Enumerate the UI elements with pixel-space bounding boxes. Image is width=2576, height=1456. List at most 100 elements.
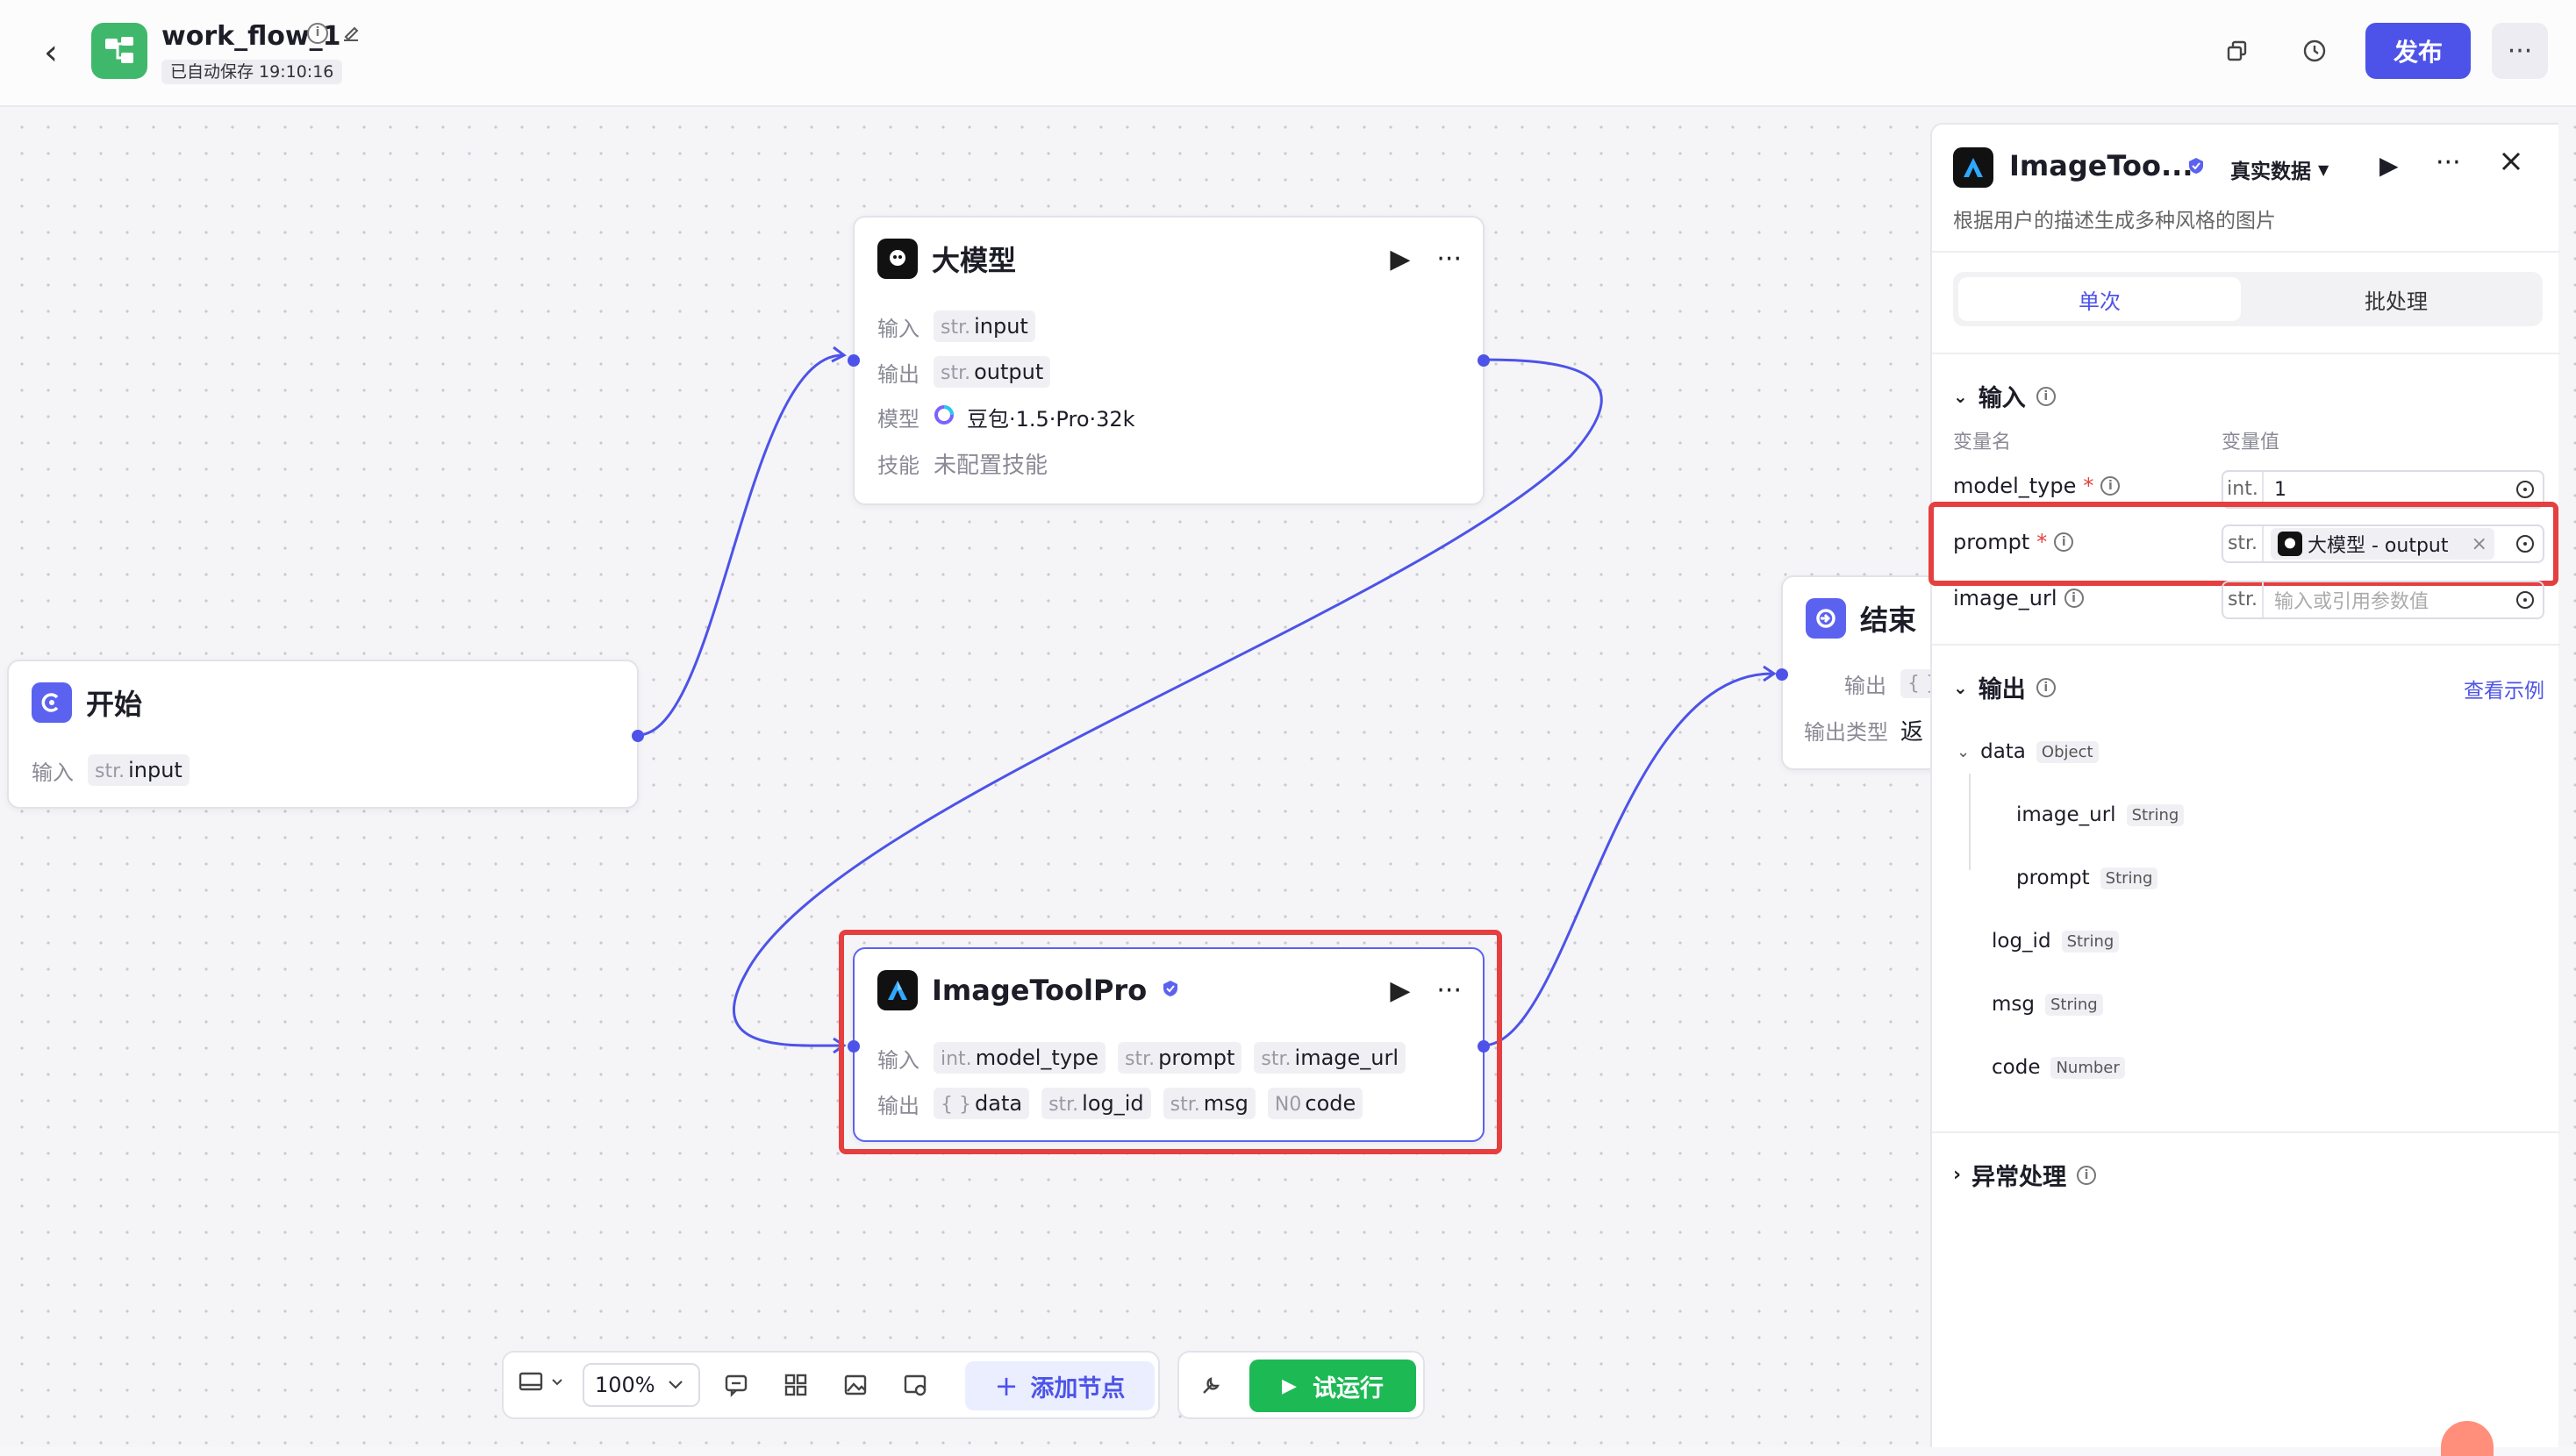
tab-single[interactable]: 单次 xyxy=(1958,277,2241,321)
var-prompt: prompt* i xyxy=(1953,530,2074,554)
workflow-logo-icon xyxy=(91,23,147,79)
info-icon[interactable]: i xyxy=(2036,386,2056,406)
run-node-icon[interactable]: ▶ xyxy=(1390,244,1411,275)
run-node-icon[interactable]: ▶ xyxy=(1390,975,1411,1006)
imagetool-selection-highlight xyxy=(839,930,1502,1154)
reference-value: 大模型 - output xyxy=(2308,535,2449,557)
image-url-placeholder: 输入或引用参数值 xyxy=(2274,591,2429,613)
output-section-header[interactable]: ⌄ 输出 i xyxy=(1953,670,2056,704)
data-mode-dropdown[interactable]: 真实数据 ▼ xyxy=(2230,154,2329,184)
chevron-down-icon: ⌄ xyxy=(1953,385,1968,407)
zoom-value: 100% xyxy=(595,1373,655,1397)
output-tag: str.log_id xyxy=(1041,1088,1151,1119)
minimap-icon[interactable] xyxy=(902,1372,928,1402)
layout-mode-icon[interactable] xyxy=(518,1370,563,1395)
prompt-row-highlight xyxy=(1928,502,2558,586)
skill-value: 未配置技能 xyxy=(934,453,1048,479)
imagetool-node-icon xyxy=(877,970,918,1010)
debug-tool-icon[interactable] xyxy=(1199,1372,1225,1402)
view-example-link[interactable]: 查看示例 xyxy=(2464,680,2544,703)
add-node-label: 添加节点 xyxy=(1030,1374,1126,1402)
publish-button[interactable]: 发布 xyxy=(2365,23,2471,79)
canvas-toolbar: 100% + 添加节点 xyxy=(502,1351,1160,1419)
prompt-input[interactable]: str. 大模型 - output × xyxy=(2222,525,2544,563)
output-label: 输出 xyxy=(877,361,919,387)
clear-icon[interactable]: × xyxy=(2471,532,2487,555)
close-icon[interactable] xyxy=(2499,149,2523,177)
auto-layout-icon[interactable] xyxy=(783,1372,809,1402)
input-label: 输入 xyxy=(877,1047,919,1073)
input-label: 输入 xyxy=(32,760,74,785)
output-tag: str.msg xyxy=(1163,1088,1256,1119)
input-port[interactable] xyxy=(848,354,860,367)
exception-section-header[interactable]: › 异常处理 i xyxy=(1953,1158,2097,1192)
output-msg: msg String xyxy=(1992,993,2103,1016)
type-label: str. xyxy=(2223,582,2264,617)
output-label: 输出 xyxy=(1844,674,1886,698)
edge-llm-to-imagetool xyxy=(733,358,1603,1047)
image-icon[interactable] xyxy=(842,1372,869,1402)
test-run-label: 试运行 xyxy=(1312,1374,1384,1402)
node-llm[interactable]: 大模型 ▶ ··· 输入 str.input 输出 str.output 模型 … xyxy=(848,216,1490,505)
info-icon[interactable]: i xyxy=(2100,476,2121,496)
history-icon[interactable] xyxy=(2288,25,2341,77)
info-icon[interactable]: i xyxy=(2054,532,2074,552)
var-image-url: image_url i xyxy=(1953,586,2084,610)
comment-icon[interactable] xyxy=(723,1372,749,1402)
run-toolbar: ▶ 试运行 xyxy=(1177,1351,1425,1419)
output-port[interactable] xyxy=(1478,354,1490,367)
tree-line xyxy=(1969,774,1971,870)
node-imagetool[interactable]: ImageToolPro ▶ ··· 输入 int.model_type str… xyxy=(848,947,1490,1142)
doubao-model-icon xyxy=(934,404,955,431)
image-url-input[interactable]: str. 输入或引用参数值 xyxy=(2222,581,2544,619)
output-log-id: log_id String xyxy=(1992,930,2120,953)
output-data: ⌄ data Object xyxy=(1957,740,2099,763)
output-type-value: 返 xyxy=(1900,719,1924,746)
reference-variable-icon[interactable] xyxy=(2508,533,2543,554)
panel-title: ImageToo... xyxy=(2009,149,2193,182)
chevron-down-icon[interactable]: ⌄ xyxy=(1957,742,1971,761)
node-start[interactable]: 开始 输入 str.input xyxy=(7,660,644,809)
input-tag: str.image_url xyxy=(1254,1042,1406,1074)
info-icon[interactable]: i xyxy=(2077,1165,2097,1185)
chevron-right-icon: › xyxy=(1953,1164,1962,1186)
output-port[interactable] xyxy=(1478,1040,1490,1053)
type-badge: String xyxy=(2045,993,2103,1016)
exception-section-title: 异常处理 xyxy=(1971,1164,2067,1191)
play-icon: ▶ xyxy=(1282,1374,1297,1397)
assistant-avatar-icon[interactable] xyxy=(2441,1421,2494,1456)
input-port[interactable] xyxy=(1776,668,1788,681)
zoom-select[interactable]: 100% xyxy=(583,1363,700,1407)
input-section-header[interactable]: ⌄ 输入 i xyxy=(1953,379,2056,413)
start-node-icon xyxy=(32,682,72,723)
model-type-input[interactable]: int. 1 xyxy=(2222,470,2544,509)
var-model-type: model_type* i xyxy=(1953,474,2121,498)
output-port[interactable] xyxy=(632,730,644,742)
reference-chip: 大模型 - output × xyxy=(2271,528,2494,560)
edit-icon[interactable] xyxy=(340,23,361,47)
reference-variable-icon[interactable] xyxy=(2508,479,2543,500)
output-tag: str.output xyxy=(934,356,1051,388)
reference-variable-icon[interactable] xyxy=(2508,589,2543,610)
type-label: str. xyxy=(2223,526,2264,561)
input-port[interactable] xyxy=(848,1040,860,1053)
info-icon[interactable]: i xyxy=(2064,589,2084,608)
back-icon[interactable]: ‹ xyxy=(44,32,58,73)
model-label: 模型 xyxy=(877,407,919,432)
more-icon[interactable]: ··· xyxy=(2436,147,2461,178)
tab-batch[interactable]: 批处理 xyxy=(2365,289,2428,314)
more-icon[interactable]: ··· xyxy=(1436,975,1462,1006)
verified-badge-icon xyxy=(1161,979,1180,1002)
imagetool-panel-icon xyxy=(1953,147,1993,188)
edge-imagetool-to-end xyxy=(1482,672,1773,1047)
test-run-button[interactable]: ▶ 试运行 xyxy=(1249,1360,1416,1412)
run-node-icon[interactable]: ▶ xyxy=(2379,151,2399,180)
autosave-status: 已自动保存 19:10:16 xyxy=(161,60,343,84)
info-icon[interactable]: i xyxy=(2036,677,2056,697)
add-node-button[interactable]: + 添加节点 xyxy=(965,1361,1155,1410)
more-icon[interactable]: ··· xyxy=(1436,244,1462,275)
more-options-button[interactable]: ··· xyxy=(2492,23,2548,79)
copy-icon[interactable] xyxy=(2211,25,2264,77)
data-mode-label: 真实数据 xyxy=(2230,161,2311,183)
info-icon[interactable]: i xyxy=(307,23,328,44)
